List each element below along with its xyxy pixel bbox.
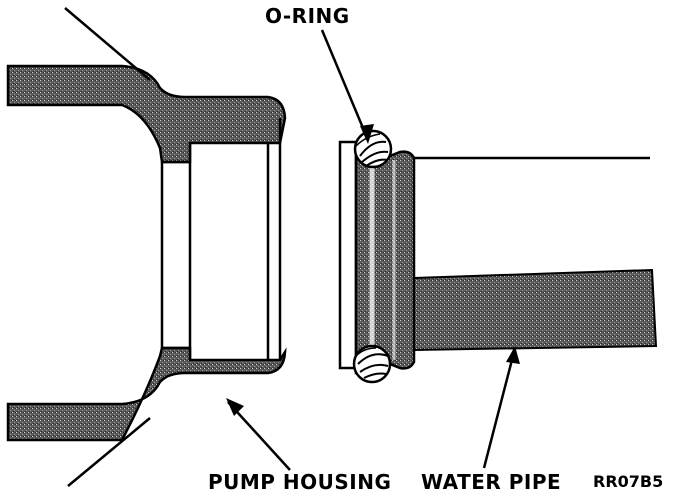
pump-housing: [6, 64, 287, 442]
water-pipe: [338, 140, 658, 375]
arrowhead-o-ring: [360, 124, 374, 144]
pump-housing-upper-wall: [6, 64, 287, 164]
leader-arrowheads: [226, 124, 520, 416]
water-pipe-label: WATER PIPE: [421, 470, 562, 494]
arrowhead-pump-housing: [226, 398, 244, 416]
leader-line-o-ring: [320, 29, 370, 141]
o-ring-bottom-section: [352, 344, 392, 384]
pump-housing-label: PUMP HOUSING: [208, 470, 392, 494]
leader-line-bottom-left: [67, 417, 151, 487]
arrowhead-water-pipe: [506, 346, 520, 364]
pipe-flange-body: [354, 142, 416, 375]
pump-housing-lower-wall: [6, 346, 287, 442]
leader-line-water-pipe: [482, 351, 516, 469]
leader-line-pump-housing: [227, 401, 291, 471]
pipe-flange-face: [338, 140, 358, 370]
o-ring-label: O-RING: [265, 4, 350, 28]
leader-line-top-left: [64, 7, 151, 81]
o-ring-top-section: [353, 129, 393, 169]
leader-lines: [64, 7, 516, 487]
figure-code-label: RR07B5: [593, 472, 664, 491]
pump-housing-bore: [160, 118, 282, 360]
pipe-shaded-body: [413, 268, 658, 352]
